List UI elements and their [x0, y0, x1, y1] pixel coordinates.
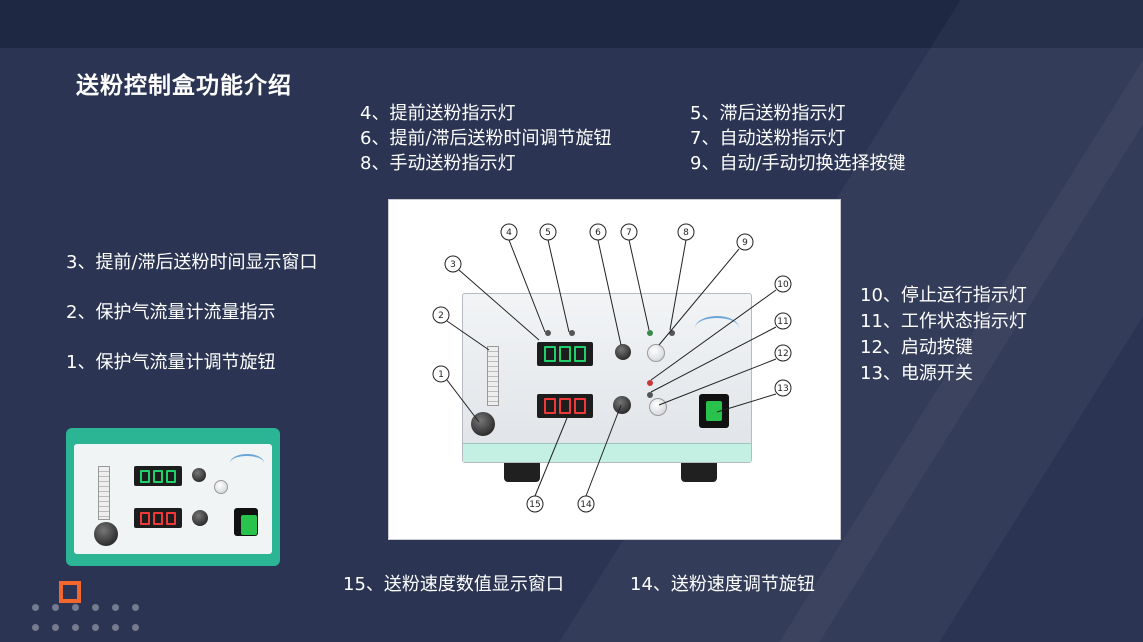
- thumbnail-panel: [74, 444, 272, 554]
- thumbnail-knob-icon: [94, 522, 118, 546]
- svg-text:1: 1: [438, 370, 444, 380]
- power-switch-icon: [699, 394, 729, 428]
- callout-layer: 1 2 3 4 5 6 7 8 9 10 11 12 13 14 15: [432, 223, 792, 513]
- label-8: 8、手动送粉指示灯: [360, 153, 516, 174]
- label-14: 14、送粉速度调节旋钮: [630, 574, 815, 595]
- callout-15: 15: [526, 417, 568, 513]
- svg-text:9: 9: [742, 238, 748, 248]
- thumbnail-flowmeter: [98, 466, 110, 520]
- label-4: 4、提前送粉指示灯: [360, 103, 516, 124]
- orange-square-logo: [59, 581, 81, 603]
- product-thumbnail: [66, 428, 280, 566]
- mode-button-icon: [647, 344, 665, 362]
- thumbnail-time-knob-icon: [192, 468, 206, 482]
- svg-text:3: 3: [450, 260, 456, 270]
- label-11: 11、工作状态指示灯: [860, 311, 1027, 332]
- thumbnail-power-switch-icon: [234, 508, 258, 536]
- thumbnail-dial-icon: [230, 454, 264, 472]
- svg-text:7: 7: [626, 228, 632, 238]
- callout-12: 12: [658, 344, 792, 406]
- svg-text:13: 13: [777, 384, 788, 394]
- label-6: 6、提前/滞后送粉时间调节旋钮: [360, 128, 612, 149]
- label-13: 13、电源开关: [860, 363, 973, 384]
- callout-7: 7: [620, 223, 650, 331]
- svg-text:6: 6: [595, 228, 601, 238]
- delay-indicator-icon: [569, 330, 575, 336]
- label-7: 7、自动送粉指示灯: [690, 128, 846, 149]
- svg-text:14: 14: [580, 500, 592, 510]
- svg-text:4: 4: [506, 228, 512, 238]
- stop-indicator-icon: [647, 380, 653, 386]
- label-3: 3、提前/滞后送粉时间显示窗口: [66, 252, 318, 273]
- callout-1: 1: [432, 365, 480, 423]
- svg-text:15: 15: [529, 500, 540, 510]
- callout-13: 13: [716, 379, 792, 413]
- callout-5: 5: [539, 223, 570, 333]
- callout-8: 8: [669, 223, 695, 331]
- speed-display: [537, 394, 593, 418]
- advance-indicator-icon: [545, 330, 551, 336]
- dial-logo-icon: [695, 316, 739, 340]
- auto-indicator-icon: [669, 330, 675, 336]
- callout-10: 10: [650, 275, 792, 381]
- decorative-dots: [28, 604, 158, 636]
- panel-bottom-strip: [463, 443, 751, 462]
- callout-9: 9: [658, 233, 754, 346]
- label-5: 5、滞后送粉指示灯: [690, 103, 846, 124]
- control-box-photo: 1 2 3 4 5 6 7 8 9 10 11 12 13 14 15: [388, 199, 841, 540]
- time-knob-icon: [615, 344, 631, 360]
- svg-text:8: 8: [683, 228, 689, 238]
- top-band: [0, 0, 1143, 48]
- start-button-icon: [649, 398, 667, 416]
- svg-text:10: 10: [777, 280, 789, 290]
- label-15: 15、送粉速度数值显示窗口: [343, 574, 564, 595]
- svg-text:5: 5: [545, 228, 551, 238]
- label-2: 2、保护气流量计流量指示: [66, 302, 276, 323]
- thumbnail-button-icon: [214, 480, 228, 494]
- speed-knob-icon: [613, 396, 631, 414]
- label-1: 1、保护气流量计调节旋钮: [66, 352, 276, 373]
- thumbnail-speed-display: [134, 508, 182, 528]
- svg-text:11: 11: [777, 317, 788, 327]
- callout-4: 4: [500, 223, 546, 333]
- callout-6: 6: [589, 223, 622, 346]
- callout-14: 14: [577, 404, 622, 513]
- callout-2: 2: [432, 306, 490, 351]
- manual-indicator-icon: [647, 330, 653, 336]
- svg-text:2: 2: [438, 311, 444, 321]
- label-10: 10、停止运行指示灯: [860, 285, 1027, 306]
- control-panel: [462, 293, 752, 463]
- label-12: 12、启动按键: [860, 337, 973, 358]
- time-display: [537, 342, 593, 366]
- callout-3: 3: [444, 255, 540, 341]
- thumbnail-speed-knob-icon: [192, 510, 208, 526]
- svg-text:12: 12: [777, 349, 788, 359]
- thumbnail-time-display: [134, 466, 182, 486]
- label-9: 9、自动/手动切换选择按键: [690, 153, 906, 174]
- status-indicator-icon: [647, 392, 653, 398]
- flowmeter-tube: [487, 346, 499, 406]
- callout-11: 11: [650, 312, 792, 393]
- slide-title: 送粉控制盒功能介绍: [76, 73, 292, 99]
